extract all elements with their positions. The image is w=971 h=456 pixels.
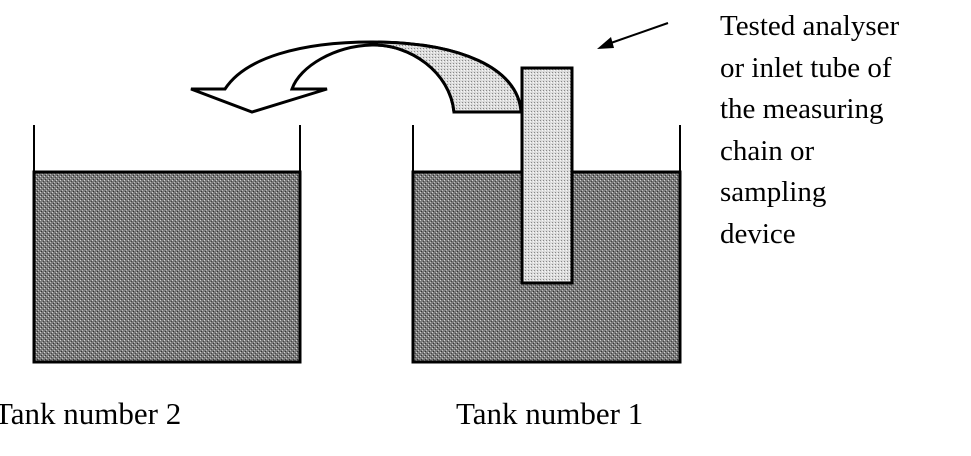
tank-2 xyxy=(32,125,302,364)
tank-2-liquid xyxy=(32,170,302,364)
analyser-tube xyxy=(520,66,574,285)
pointer-arrow xyxy=(597,22,669,49)
tank-1-label: Tank number 1 xyxy=(456,396,644,431)
annotation-line: device xyxy=(720,217,796,250)
annotation-line: or inlet tube of xyxy=(720,51,892,84)
annotation-line: chain or xyxy=(720,134,815,167)
annotation-line: the measuring xyxy=(720,93,884,125)
tank-2-label: Tank number 2 xyxy=(0,396,182,431)
annotation-line: sampling xyxy=(720,176,827,208)
transfer-arrow xyxy=(190,40,523,114)
analyser-annotation: Tested analyser or inlet tube of the mea… xyxy=(720,6,899,255)
annotation-line: Tested analyser xyxy=(720,10,900,42)
